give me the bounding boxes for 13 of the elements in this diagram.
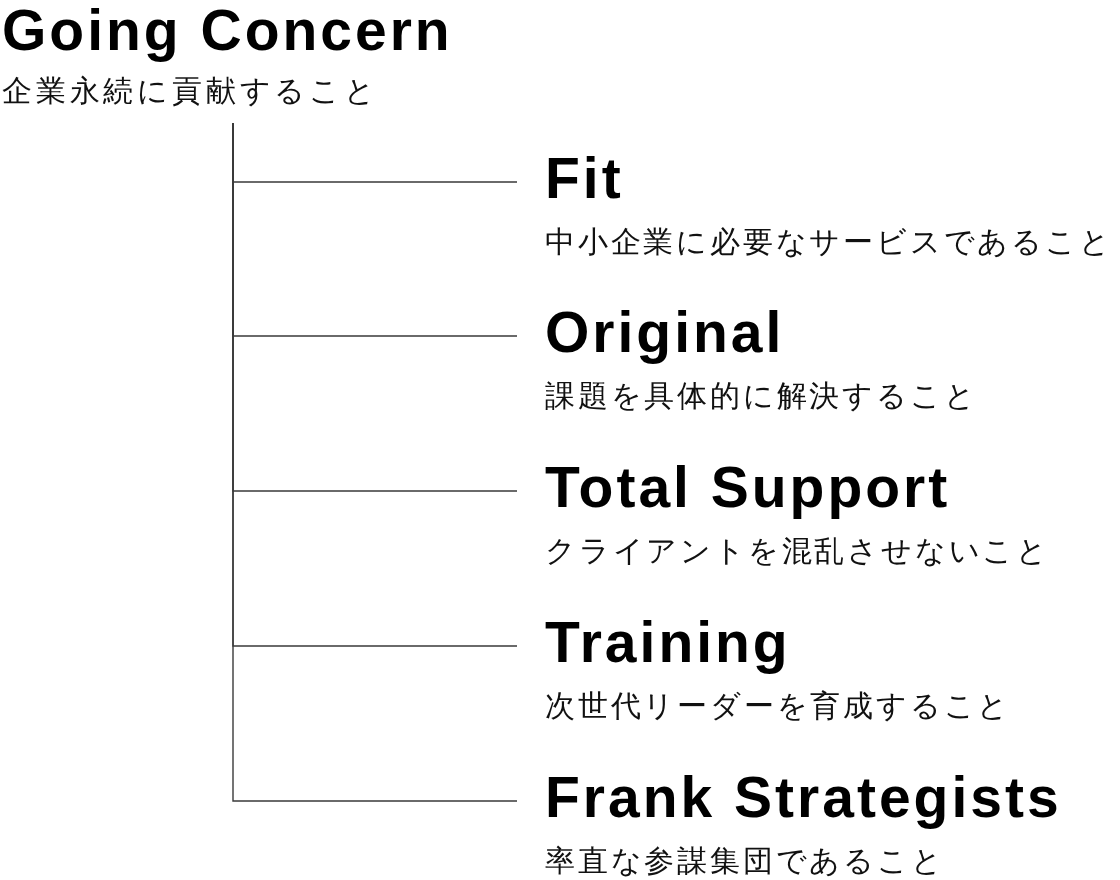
description-text: 次世代リーダーを育成すること bbox=[545, 689, 1012, 723]
connector-line bbox=[232, 122, 518, 802]
branch-heading: Fit bbox=[545, 148, 624, 208]
description-text: 企業永続に貢献すること bbox=[2, 74, 379, 108]
description-text: 中小企業に必要なサービスであること bbox=[545, 225, 1113, 259]
branch-heading: Total Support bbox=[545, 457, 951, 517]
description-text: クライアントを混乱させないこと bbox=[545, 534, 1050, 568]
description-text: 課題を具体的に解決すること bbox=[545, 379, 978, 413]
branch-heading: Training bbox=[545, 612, 791, 672]
description-text: 率直な参謀集団であること bbox=[545, 844, 945, 878]
branch-heading: Frank Strategists bbox=[545, 767, 1062, 827]
root-heading: Going Concern bbox=[2, 0, 453, 60]
branch-heading: Original bbox=[545, 302, 785, 362]
